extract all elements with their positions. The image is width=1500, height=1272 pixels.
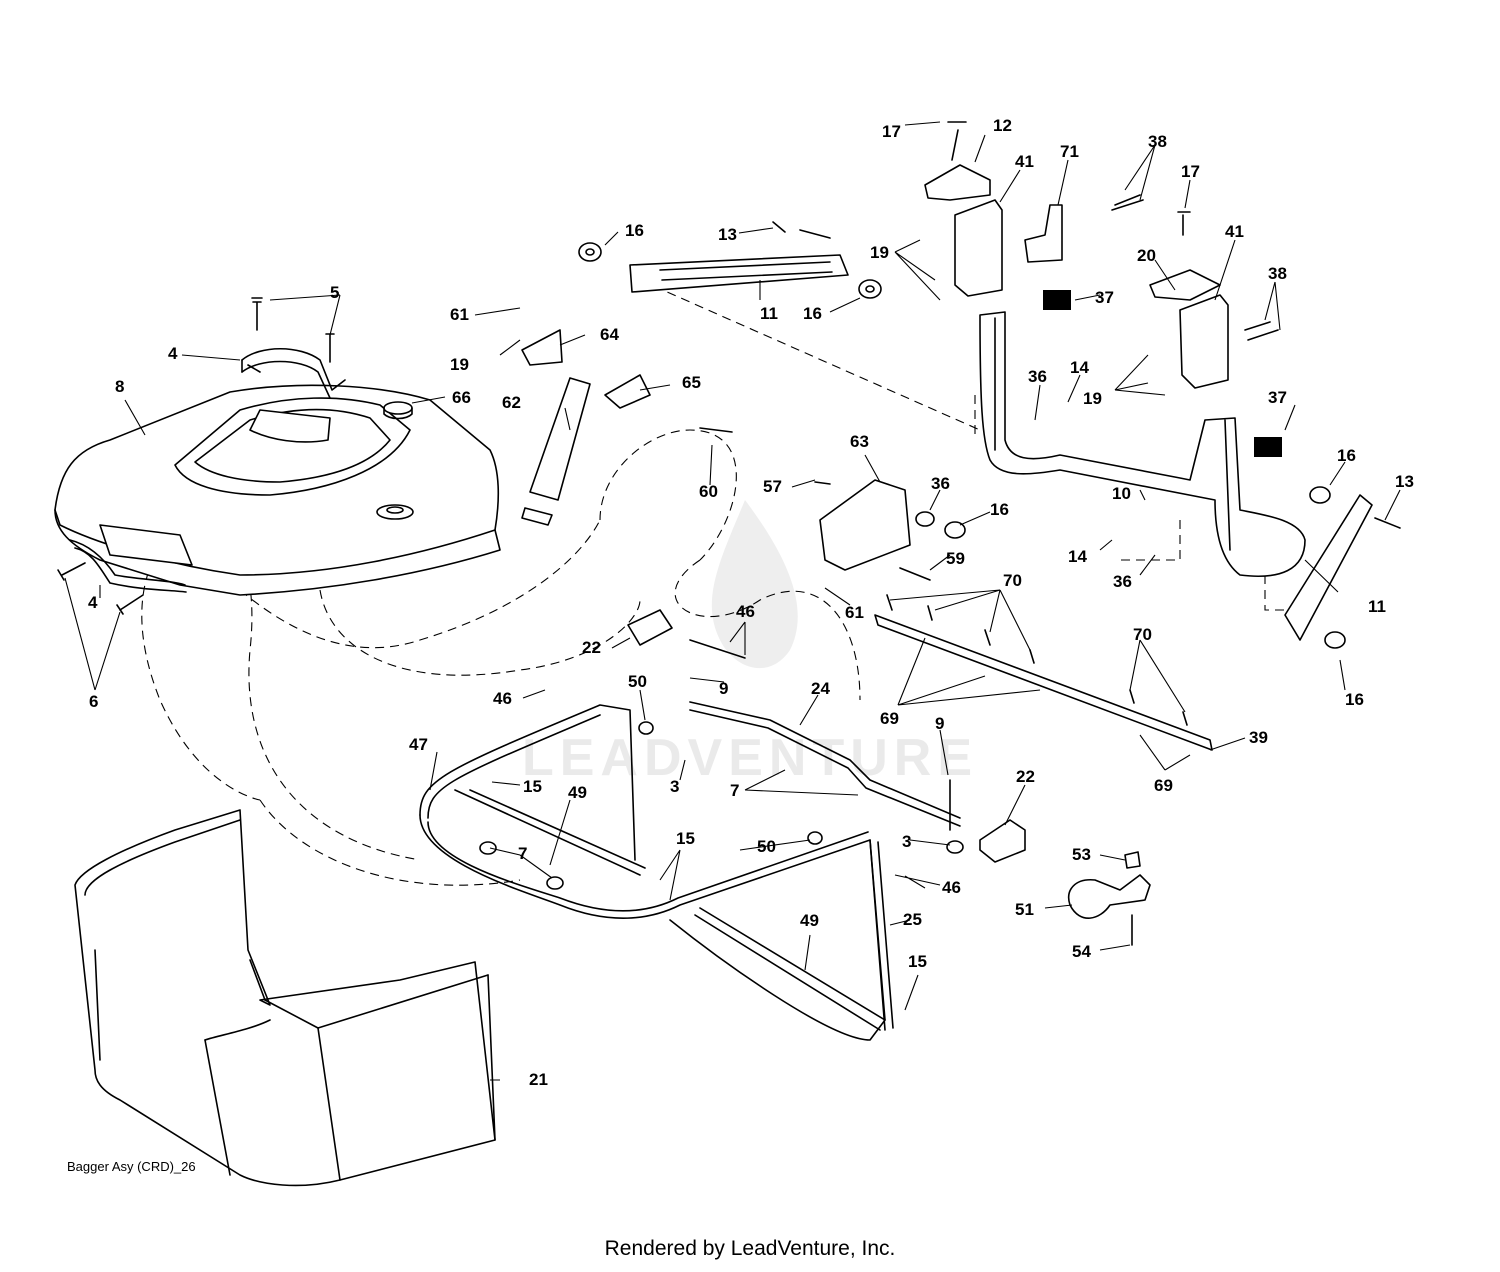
part-label: 41 [1015, 152, 1034, 171]
part-label: 6 [89, 692, 98, 711]
rod-24 [689, 701, 961, 827]
part-label: 70 [1003, 571, 1022, 590]
part-label: 24 [811, 679, 830, 698]
part-label: 49 [800, 911, 819, 930]
part-label: 16 [625, 221, 644, 240]
part-label: 50 [628, 672, 647, 691]
bracket-63 [814, 479, 966, 581]
part-label: 15 [908, 952, 927, 971]
part-label: 50 [757, 837, 776, 856]
part-label: 69 [880, 709, 899, 728]
part-label: 7 [730, 781, 739, 800]
frame-10 [979, 311, 1306, 577]
part-label: 36 [1113, 572, 1132, 591]
part-label: 61 [845, 603, 864, 622]
part-label: 3 [902, 832, 911, 851]
part-label: 65 [682, 373, 701, 392]
part-label: 41 [1225, 222, 1244, 241]
part-label: 3 [670, 777, 679, 796]
watermark-text: LEADVENTURE [522, 729, 978, 787]
part-label: 4 [88, 593, 98, 612]
part-label: 22 [582, 638, 601, 657]
part-label: 16 [1337, 446, 1356, 465]
part-label: 37 [1095, 288, 1114, 307]
watermark: LEADVENTURE [522, 500, 978, 787]
bagger-handle-side [69, 539, 187, 593]
part-number-labels: 17 12 41 71 38 17 20 41 38 16 13 11 16 1… [88, 116, 1414, 1089]
part-label: 46 [942, 878, 961, 897]
part-label: 64 [600, 325, 619, 344]
part-label: 13 [1395, 472, 1414, 491]
catcher-bag-21 [74, 809, 496, 1187]
part-label: 51 [1015, 900, 1034, 919]
clip-22-lower [946, 779, 1026, 863]
part-label: 16 [990, 500, 1009, 519]
part-label: 60 [699, 482, 718, 501]
part-label: 9 [935, 714, 944, 733]
bar-39 [874, 594, 1213, 751]
part-label: 11 [760, 304, 778, 323]
part-label: 70 [1133, 625, 1152, 644]
part-label: 59 [946, 549, 965, 568]
part-label: 37 [1268, 388, 1287, 407]
part-label: 19 [450, 355, 469, 374]
part-label: 17 [882, 122, 901, 141]
latch-assembly [521, 329, 733, 526]
part-label: 36 [931, 474, 950, 493]
part-label: 5 [330, 283, 339, 302]
part-label: 66 [452, 388, 471, 407]
part-label: 54 [1072, 942, 1091, 961]
part-label: 38 [1148, 132, 1167, 151]
bagger-handle-top [241, 347, 346, 399]
footer-credit: Rendered by LeadVenture, Inc. [604, 1237, 896, 1260]
part-label: 19 [1083, 389, 1102, 408]
part-label: 36 [1028, 367, 1047, 386]
diagram-caption: Bagger Asy (CRD)_26 [67, 1159, 196, 1174]
support-bar-left [578, 242, 882, 299]
part-label: 63 [850, 432, 869, 451]
part-label: 12 [993, 116, 1012, 135]
part-label: 46 [493, 689, 512, 708]
part-label: 7 [518, 844, 527, 863]
part-label: 9 [719, 679, 728, 698]
part-label: 61 [450, 305, 469, 324]
bar-11-right [1284, 486, 1401, 649]
part-label: 15 [523, 777, 542, 796]
part-label: 16 [1345, 690, 1364, 709]
bagger-cover [54, 384, 501, 596]
mount-brackets [924, 121, 1282, 457]
part-label: 14 [1068, 547, 1087, 566]
part-label: 47 [409, 735, 428, 754]
plug-66 [383, 401, 413, 420]
part-label: 16 [803, 304, 822, 323]
part-label: 69 [1154, 776, 1173, 795]
part-label: 53 [1072, 845, 1091, 864]
part-label: 22 [1016, 767, 1035, 786]
leader-lines [64, 121, 1401, 1081]
part-label: 13 [718, 225, 737, 244]
part-label: 10 [1112, 484, 1131, 503]
part-label: 15 [676, 829, 695, 848]
part-label: 19 [870, 243, 889, 262]
part-label: 49 [568, 783, 587, 802]
part-label: 46 [736, 602, 755, 621]
part-label: 8 [115, 377, 124, 396]
part-label: 14 [1070, 358, 1089, 377]
part-label: 39 [1249, 728, 1268, 747]
part-label: 21 [529, 1070, 548, 1089]
part-label: 20 [1137, 246, 1156, 265]
part-label: 57 [763, 477, 782, 496]
part-label: 25 [903, 910, 922, 929]
part-label: 4 [168, 344, 178, 363]
part-label: 38 [1268, 264, 1287, 283]
part-label: 17 [1181, 162, 1200, 181]
part-label: 71 [1060, 142, 1079, 161]
bagger-frame-47 [419, 704, 894, 1041]
pedal-51 [1068, 851, 1151, 946]
part-label: 11 [1368, 597, 1386, 616]
clip-22-upper [627, 609, 746, 659]
part-label: 62 [502, 393, 521, 412]
